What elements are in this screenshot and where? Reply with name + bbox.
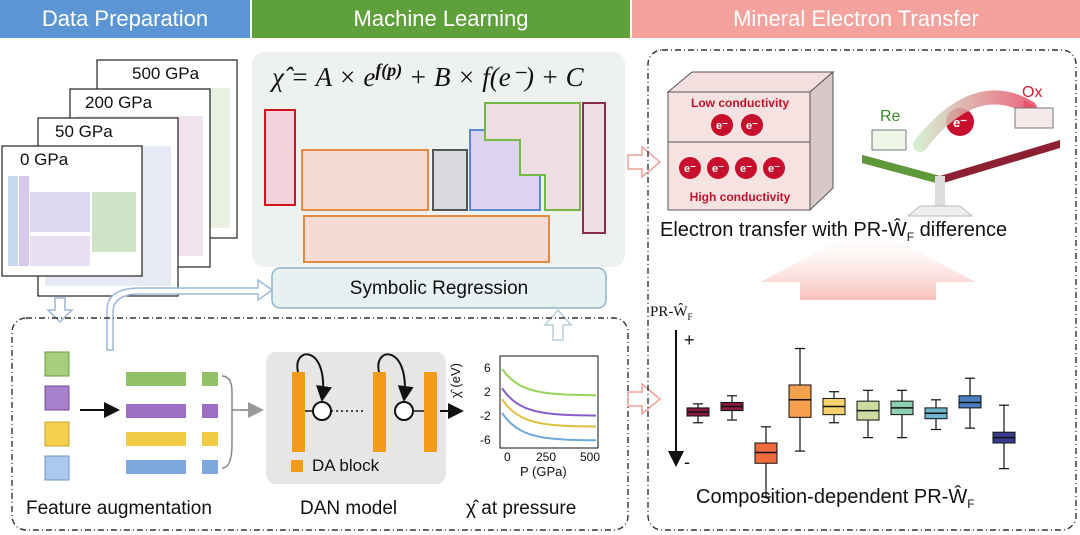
boxplot-ylabel: PR-ŴF (650, 304, 693, 322)
balance-electron-label: e⁻ (953, 115, 967, 130)
dan-model-panel (266, 352, 446, 484)
mini-ytick-1: 6 (484, 361, 491, 375)
curved-arrow-to-regression (106, 278, 274, 351)
down-arrow (46, 297, 74, 324)
electron-6 (763, 157, 785, 179)
arrow-to-electron-transfer (627, 145, 662, 179)
mini-series-1 (501, 368, 596, 397)
boxplot-minus: - (684, 452, 690, 472)
chi-at-pressure-caption: χ̂ at pressure (466, 498, 577, 519)
header-data-preparation: Data Preparation (0, 0, 250, 38)
electron-label-2: e⁻ (746, 120, 758, 132)
mini-series-3 (501, 398, 597, 428)
electron-label-3: e⁻ (684, 163, 696, 175)
mini-xtick-2: 250 (536, 450, 557, 464)
up-arrow-to-regression (543, 308, 573, 341)
arrow-to-boxplot (627, 382, 662, 416)
re-label: Re (880, 108, 901, 125)
pressure-label-500: 500 GPa (132, 64, 200, 83)
dan-model-caption: DAN model (300, 498, 398, 519)
da-block-label: DA block (312, 456, 380, 475)
header-mineral-electron-transfer: Mineral Electron Transfer (632, 0, 1080, 38)
electron-label-5: e⁻ (740, 163, 752, 175)
augmented-features (126, 372, 240, 474)
symbolic-regression-label: Symbolic Regression (349, 278, 529, 299)
mini-chart-ylabel: χ̂ (eV) (448, 363, 463, 398)
electron-5 (735, 157, 757, 179)
electron-2 (741, 114, 763, 136)
boxplot-plus: + (684, 330, 695, 350)
symbolic-regression-box (271, 267, 607, 309)
mini-chart-xlabel: P (GPa) (520, 464, 567, 479)
electron-label-1: e⁻ (716, 120, 728, 132)
periodic-table-stack (1, 59, 238, 297)
mini-series-4 (501, 412, 596, 442)
electron-label-4: e⁻ (712, 163, 724, 175)
electron-transfer-caption: Electron transfer with PR-ŴF difference (660, 219, 1008, 244)
equation: χ̂ = A × ef(p) + B × f(e⁻) + C (272, 60, 584, 92)
glow-up-arrow (760, 225, 976, 300)
ml-dashed-panel (11, 317, 629, 531)
electron-label-6: e⁻ (768, 163, 780, 175)
boxplot-boxes (686, 347, 1016, 498)
electron-4 (707, 157, 729, 179)
mineral-dashed-panel (647, 49, 1077, 531)
mini-series-2 (501, 387, 597, 417)
mini-ytick-3: -2 (480, 409, 491, 423)
ox-label: Ox (1022, 84, 1043, 101)
pressure-label-200: 200 GPa (85, 93, 153, 112)
boxplot-caption: Composition-dependent PR-ŴF (696, 486, 975, 511)
mini-xtick-3: 500 (580, 450, 601, 464)
periodic-table-groups (264, 102, 606, 263)
balance-scale (862, 90, 1060, 217)
dan-blocks (291, 353, 437, 472)
mini-xtick-1: 0 (504, 450, 511, 464)
feature-augmentation-caption: Feature augmentation (26, 498, 212, 519)
box-4 (788, 384, 812, 418)
electron-3 (679, 157, 701, 179)
feature-cubes (44, 351, 70, 481)
electron-1 (711, 114, 733, 136)
header-machine-learning: Machine Learning (252, 0, 630, 38)
high-conductivity-label: High conductivity (689, 190, 791, 204)
mini-ytick-2: 2 (484, 385, 491, 399)
pressure-label-50: 50 GPa (55, 122, 113, 141)
low-conductivity-label: Low conductivity (690, 96, 789, 110)
mini-chart-lines (501, 368, 597, 442)
mini-ytick-4: -6 (480, 433, 491, 447)
pressure-label-0: 0 GPa (20, 150, 69, 169)
